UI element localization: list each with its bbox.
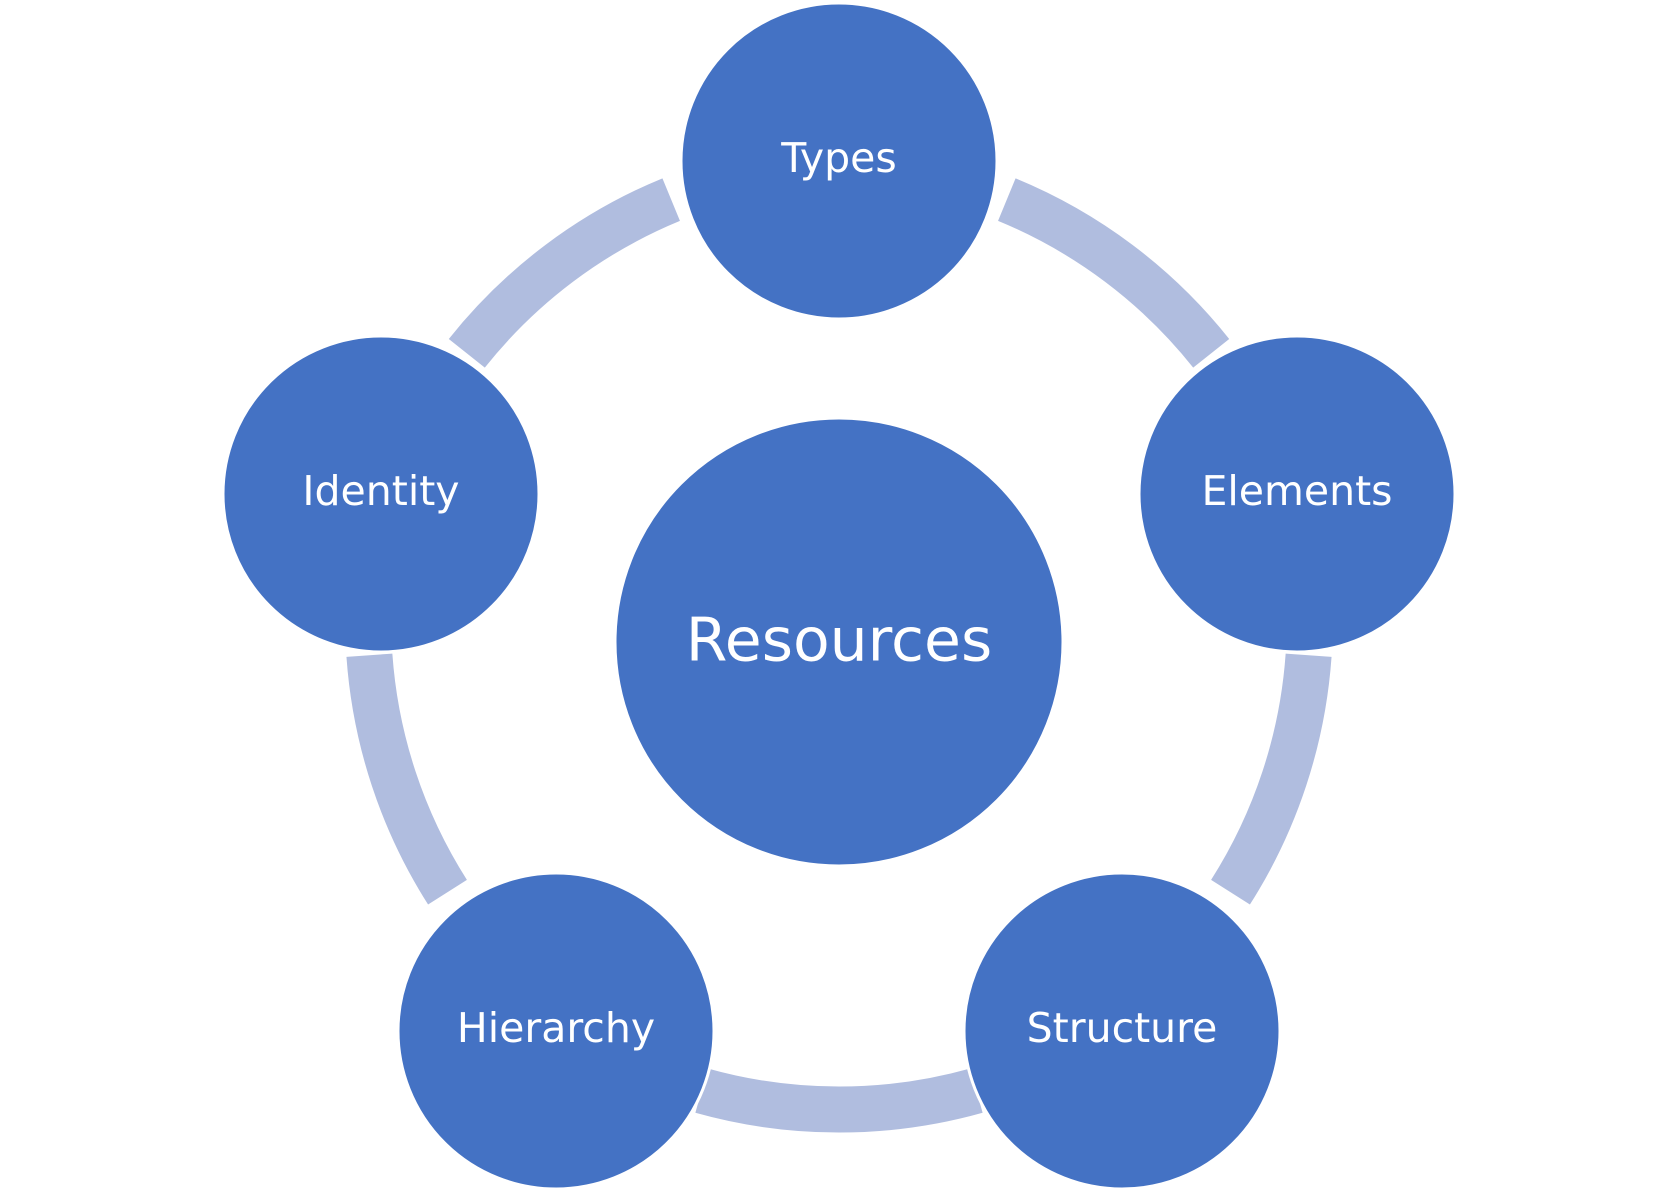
center-node-resources: Resources <box>613 416 1065 868</box>
node-label-hierarchy: Hierarchy <box>457 1004 655 1052</box>
connector-identity-types <box>448 178 681 368</box>
center-label: Resources <box>686 606 992 676</box>
node-circle-identity <box>221 334 541 654</box>
node-structure: Structure <box>962 871 1282 1191</box>
node-label-identity: Identity <box>302 467 459 515</box>
connector-structure-hierarchy <box>695 1068 983 1133</box>
node-circle-elements <box>1137 334 1457 654</box>
node-hierarchy: Hierarchy <box>396 871 716 1191</box>
node-label-types: Types <box>780 134 897 182</box>
node-label-structure: Structure <box>1027 1004 1218 1052</box>
node-elements: Elements <box>1137 334 1457 654</box>
node-identity: Identity <box>221 334 541 654</box>
node-types: Types <box>679 1 999 321</box>
node-label-elements: Elements <box>1201 467 1392 515</box>
connector-types-elements <box>997 178 1230 368</box>
center-circle <box>613 416 1065 868</box>
connector-elements-structure <box>1211 653 1332 905</box>
node-circle-types <box>679 1 999 321</box>
connector-arcs <box>346 178 1332 1133</box>
node-circle-structure <box>962 871 1282 1191</box>
node-circle-hierarchy <box>396 871 716 1191</box>
connector-hierarchy-identity <box>346 653 467 905</box>
